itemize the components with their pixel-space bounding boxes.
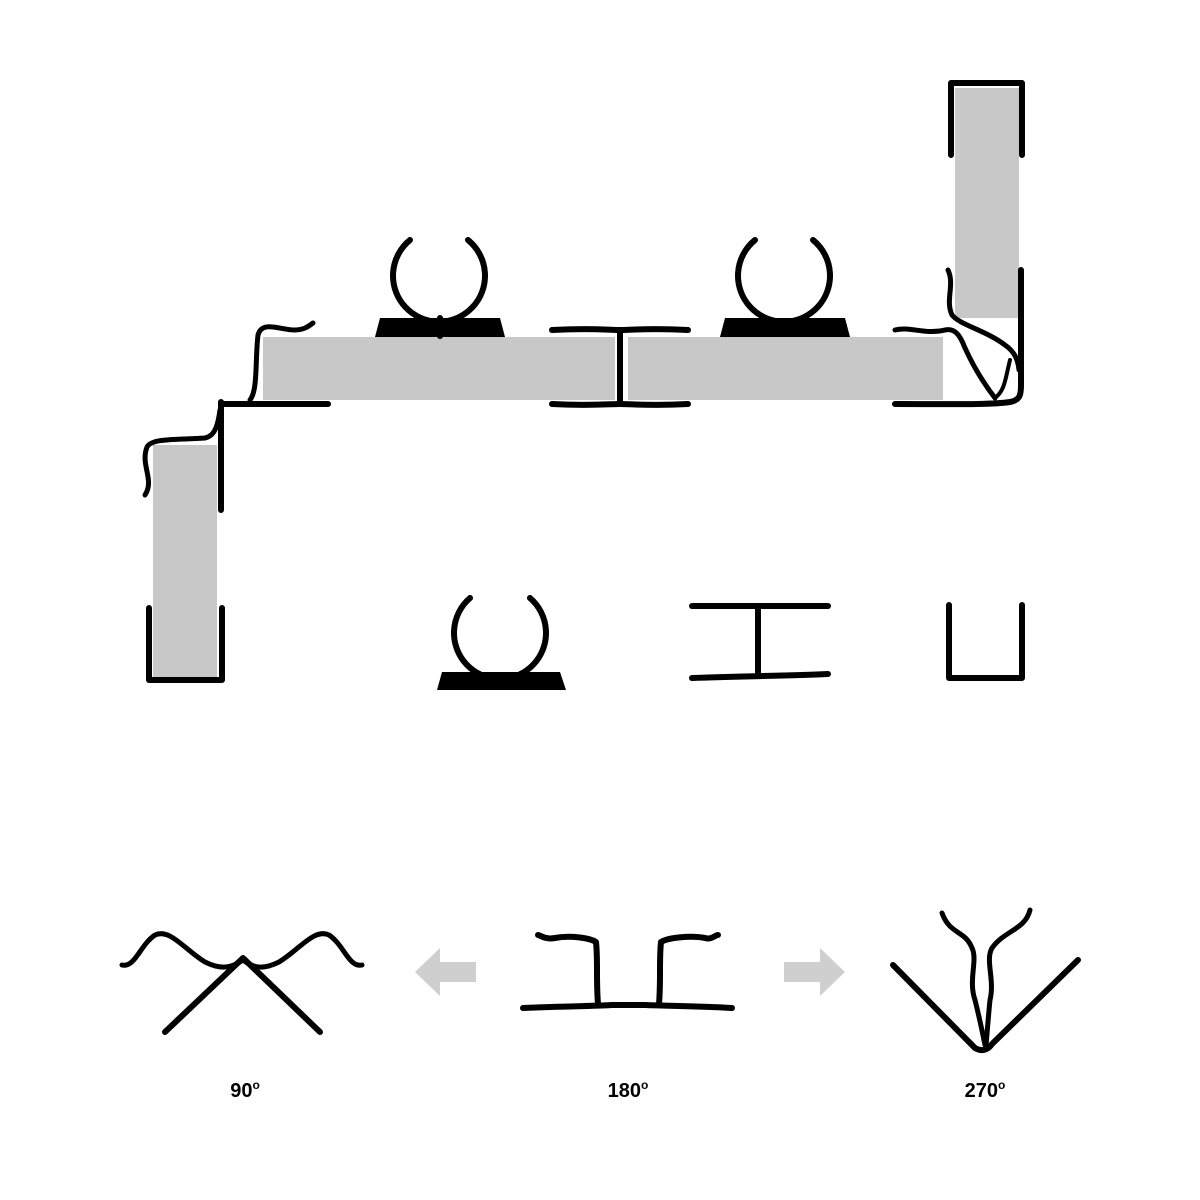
connector-90-detail	[119, 931, 365, 1035]
connector-270-detail	[890, 907, 1081, 1054]
angle-value: 270	[964, 1080, 999, 1102]
panel-right-vertical	[955, 88, 1019, 318]
angle-label-180: 180o	[607, 1078, 649, 1103]
u-end-cap-top-right	[948, 80, 1025, 158]
h-joiner-connector	[549, 326, 691, 408]
h-profile-detail	[689, 603, 831, 681]
degree-symbol: o	[998, 1078, 1006, 1092]
panels	[153, 88, 1019, 680]
u-profile-detail	[946, 602, 1025, 681]
panel-horizontal-2	[628, 337, 943, 400]
degree-symbol: o	[641, 1078, 649, 1092]
arrow-right-icon	[784, 948, 845, 996]
clip-profile-2	[720, 237, 850, 337]
clip-profile-detail	[437, 595, 566, 690]
u-end-cap-bottom-left	[146, 605, 225, 683]
panel-left-vertical	[153, 445, 217, 680]
angle-value: 180	[607, 1080, 642, 1102]
corner-connector-270	[892, 267, 1024, 408]
connector-180-detail	[520, 932, 735, 1011]
corner-connector-90	[142, 320, 331, 513]
angle-value: 90	[230, 1080, 253, 1102]
clip-profile-1	[375, 237, 505, 339]
panel-horizontal-1	[263, 337, 615, 400]
angle-label-270: 270o	[964, 1078, 1006, 1103]
degree-symbol: o	[252, 1078, 260, 1092]
arrow-left-icon	[415, 948, 476, 996]
angle-label-90: 90o	[230, 1078, 260, 1103]
